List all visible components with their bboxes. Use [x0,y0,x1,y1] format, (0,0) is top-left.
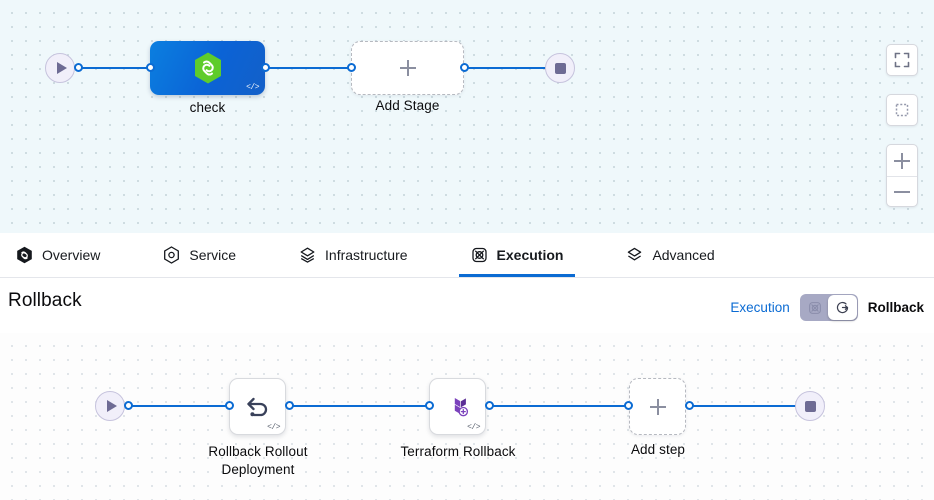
stage-label-check: check [189,100,226,115]
port-step2-out[interactable] [485,401,494,410]
port-addstage-in[interactable] [347,63,356,72]
step-label-rollback-rollout-deployment: Rollback Rollout Deployment [208,444,308,477]
harness-hexagon-icon [194,52,221,84]
port-addstep-out[interactable] [685,401,694,410]
port-addstage-out[interactable] [460,63,469,72]
toggle-option-execution[interactable] [802,296,829,319]
stage-node-check[interactable]: </> [150,41,265,95]
tab-overview[interactable]: Overview [16,233,120,277]
play-icon [106,400,117,412]
zoom-controls[interactable] [886,144,918,207]
step-node-terraform-rollback[interactable]: </> [429,378,486,435]
port-step2-in[interactable] [425,401,434,410]
layers-diamond-icon [300,247,315,263]
plus-icon [399,60,416,76]
add-step-button[interactable] [629,378,686,435]
tab-label: Service [189,247,237,263]
expand-icon [894,52,910,68]
port-start-out[interactable] [74,63,83,72]
code-badge: </> [267,423,280,432]
port-addstep-in[interactable] [624,401,633,410]
minus-icon [894,191,910,193]
rollback-arrow-icon [836,301,848,314]
tab-advanced[interactable]: Advanced [626,233,734,277]
port-step1-in[interactable] [225,401,234,410]
execution-circle-icon [471,247,487,263]
edge-rollback-rollout-to-terraform [288,405,430,407]
add-stage-label: Add Stage [375,98,440,113]
tab-infrastructure[interactable]: Infrastructure [299,233,427,277]
execution-rollback-toggle[interactable]: Execution [730,294,924,321]
rollback-end-node[interactable] [795,391,825,421]
port-step1-out[interactable] [285,401,294,410]
zoom-in-button[interactable] [887,145,917,176]
step-node-rollback-rollout-deployment[interactable]: </> [229,378,286,435]
stop-icon [554,62,566,74]
page-title: Rollback [8,290,82,311]
edge-check-to-addstage [262,67,356,69]
tab-execution[interactable]: Execution [458,233,584,277]
tab-service[interactable]: Service [163,233,256,277]
fullscreen-button[interactable] [886,44,918,76]
zoom-out-button[interactable] [887,176,917,206]
service-hexagon-icon [164,246,180,264]
plus-icon [649,398,666,415]
rollback-undo-icon [246,397,267,416]
stage-tabs[interactable]: Overview Service Infrastructure [0,233,934,278]
plus-icon [894,152,910,169]
toggle-label-rollback[interactable]: Rollback [867,300,924,315]
play-icon [56,62,67,74]
stage-canvas[interactable]: </> check Add Stage [0,0,934,233]
tab-label: Infrastructure [325,247,408,263]
toggle-switch[interactable] [799,294,858,321]
edge-terraform-to-addstep [489,405,629,407]
zoom-to-fit-button[interactable] [886,94,918,126]
toggle-label-execution[interactable]: Execution [730,300,790,315]
harness-hexagon-icon [17,246,32,264]
tab-label: Advanced [652,247,715,263]
code-badge: </> [467,423,480,432]
edge-start-to-check [78,67,154,69]
add-stage-button[interactable] [351,41,464,95]
advanced-layers-icon [628,247,642,261]
step-label-terraform-rollback: Terraform Rollback [400,444,516,459]
port-rollback-start-out[interactable] [124,401,133,410]
port-check-out[interactable] [261,63,270,72]
execution-circle-icon [809,301,822,314]
port-check-in[interactable] [146,63,155,72]
tab-label: Execution [496,247,564,263]
toggle-thumb-rollback[interactable] [827,295,857,320]
edge-start-to-rollback-rollout [128,405,228,407]
add-step-label: Add step [630,442,686,457]
pipeline-start-node[interactable] [45,53,75,83]
rollback-header: Rollback Execution [0,278,934,333]
edge-addstage-to-end [461,67,557,69]
terraform-icon [454,397,468,416]
stop-icon [804,400,816,412]
rollback-step-canvas[interactable]: </> Rollback Rollout Deployment </> Terr… [0,333,934,500]
edge-addstep-to-end [688,405,802,407]
code-badge: </> [246,83,259,92]
dashed-square-icon [895,103,909,117]
tab-label: Overview [42,247,101,263]
rollback-start-node[interactable] [95,391,125,421]
pipeline-end-node[interactable] [545,53,575,83]
